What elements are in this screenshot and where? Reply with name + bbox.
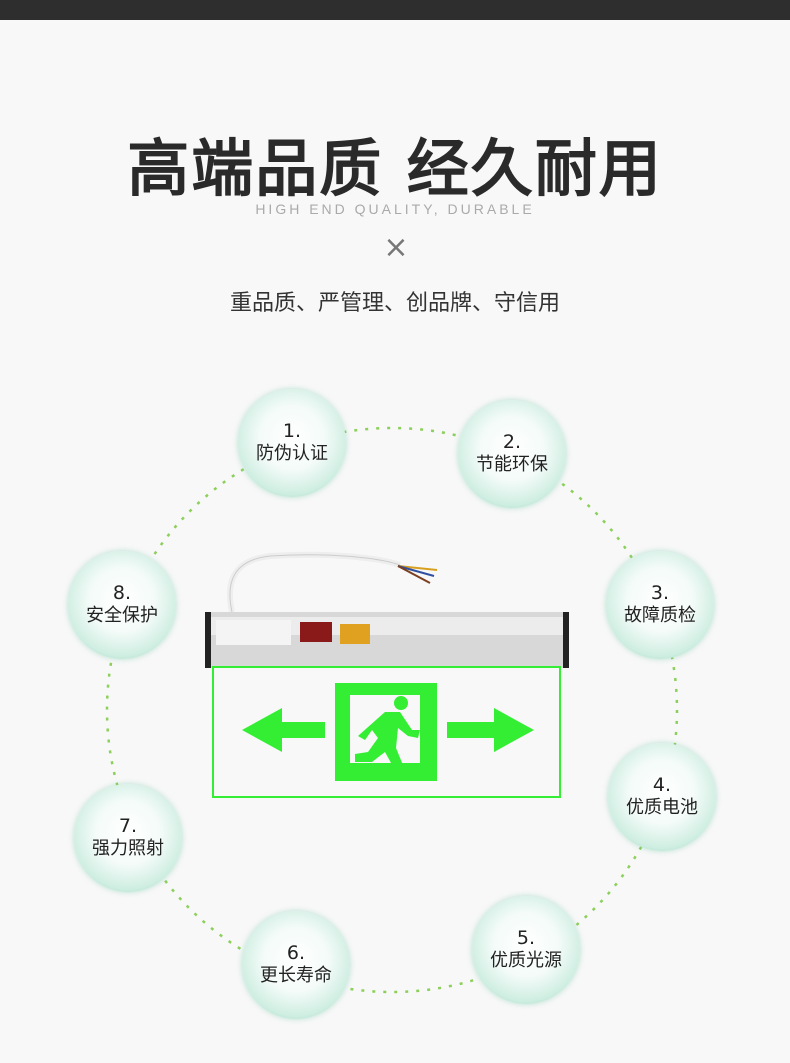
cross-separator-icon: × (383, 230, 409, 265)
feature-label: 更长寿命 (260, 965, 332, 986)
feature-bubble-6: 6.更长寿命 (242, 911, 350, 1019)
page-subtitle: HIGH END QUALITY, DURABLE (255, 201, 535, 217)
feature-number: 2. (502, 431, 522, 453)
top-bar (0, 0, 790, 20)
feature-number: 4. (652, 774, 672, 796)
page-title: 高端品质 经久耐用 (127, 132, 663, 205)
feature-label: 强力照射 (92, 838, 164, 859)
feature-label: 防伪认证 (256, 443, 328, 464)
feature-bubble-8: 8.安全保护 (68, 551, 176, 659)
feature-label: 节能环保 (476, 454, 548, 475)
feature-number: 8. (112, 582, 132, 604)
feature-label: 优质电池 (626, 797, 698, 818)
feature-label: 故障质检 (624, 605, 696, 626)
feature-bubble-5: 5.优质光源 (472, 896, 580, 1004)
feature-number: 6. (286, 942, 306, 964)
feature-number: 5. (516, 927, 536, 949)
feature-bubble-3: 3.故障质检 (606, 551, 714, 659)
slogan: 重品质、严管理、创品牌、守信用 (229, 291, 560, 316)
feature-bubble-4: 4.优质电池 (608, 743, 716, 851)
feature-number: 1. (282, 420, 302, 442)
feature-bubble-1: 1.防伪认证 (238, 389, 346, 497)
feature-label: 优质光源 (490, 950, 562, 971)
feature-bubble-2: 2.节能环保 (458, 400, 566, 508)
feature-number: 7. (118, 815, 138, 837)
feature-label: 安全保护 (86, 605, 158, 626)
feature-number: 3. (650, 582, 670, 604)
feature-bubble-7: 7.强力照射 (74, 784, 182, 892)
